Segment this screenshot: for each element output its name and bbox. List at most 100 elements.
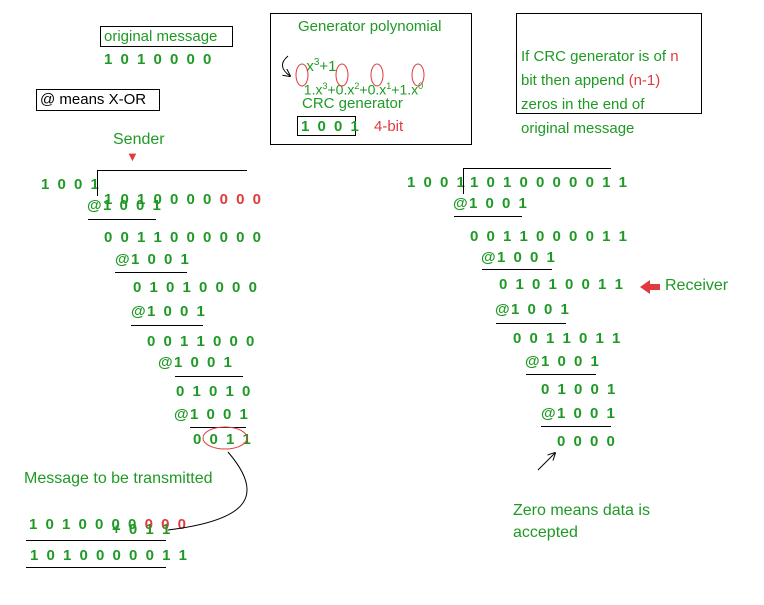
- sender-xor-5: @: [174, 406, 191, 423]
- sender-label: Sender: [113, 131, 165, 148]
- receiver-sub-2: 1 0 0 1: [497, 249, 557, 266]
- sender-dividend: 1 0 1 0 0 0 0 0 0 0: [104, 177, 263, 207]
- receiver-label: Receiver: [665, 277, 729, 294]
- receiver-rem-4: 0 1 0 0 1: [541, 381, 618, 398]
- rule-line4: original message: [521, 120, 635, 137]
- poly-base: x: [306, 58, 314, 75]
- receiver-line-3: [496, 323, 566, 324]
- sender-division-bar: [97, 170, 98, 196]
- receiver-line-4: [526, 374, 596, 375]
- rule-n: n: [670, 48, 679, 65]
- exp-4: 0: [418, 81, 424, 91]
- rule-line2: bit then append: [521, 72, 629, 89]
- poly-tail: +1: [319, 58, 337, 75]
- receiver-line-2: [482, 269, 552, 270]
- rule-line3: zeros in the end of: [521, 96, 645, 113]
- sender-divisor: 1 0 0 1: [41, 176, 101, 193]
- original-message-label-box: [100, 26, 233, 47]
- receiver-division-bar: [463, 168, 464, 194]
- sender-xor-1: @: [87, 197, 104, 214]
- receiver-xor-5: @: [541, 405, 558, 422]
- receiver-final-remainder: 0 0 0 0: [557, 433, 617, 450]
- receiver-xor-2: @: [481, 249, 498, 266]
- coef-1: 1: [303, 81, 312, 98]
- transmit-add: + 0 1 1: [112, 521, 173, 538]
- receiver-xor-1: @: [453, 195, 470, 212]
- sender-rem-3: 0 0 1 1 0 0 0: [147, 333, 257, 350]
- sender-dividend-zeros: 0 0 0: [219, 191, 263, 208]
- exp-3: 1: [386, 81, 392, 91]
- generator-expanded: 1.x3+0.x2+0.x1+1.x0: [303, 81, 424, 98]
- sep-3: +: [391, 81, 400, 98]
- sender-xor-2: @: [115, 251, 132, 268]
- generator-polynomial: x3+1: [298, 43, 337, 75]
- transmit-result: 1 0 1 0 0 0 0 0 1 1: [30, 547, 189, 564]
- xor-note-box: [36, 89, 160, 111]
- sender-dividend-data: 1 0 1 0 0 0 0: [104, 191, 220, 208]
- receiver-rem-2: 0 1 0 1 0 0 1 1: [499, 276, 625, 293]
- sender-sub-2: 1 0 0 1: [131, 251, 191, 268]
- term-3: x: [379, 81, 387, 98]
- rule-n-minus-1: (n-1): [628, 72, 661, 89]
- transmit-data: 1 0 1 0 0 0 0: [29, 516, 145, 533]
- coef-circle-3: [370, 63, 384, 87]
- sender-line-3: [131, 325, 203, 326]
- coef-2: 0: [335, 81, 344, 98]
- original-message-bits: 1 0 1 0 0 0 0: [104, 51, 214, 68]
- receiver-line-1: [454, 216, 522, 217]
- receiver-rem-3: 0 0 1 1 0 1 1: [513, 330, 623, 347]
- rule-box: [516, 13, 702, 114]
- receiver-note-line1: Zero means data is: [513, 502, 650, 519]
- sender-rem-1: 0 0 1 1 0 0 0 0 0 0: [104, 229, 263, 246]
- remainder-link-curve: [167, 451, 248, 531]
- coef-circle-1: [295, 63, 309, 87]
- sender-line-4: [175, 376, 243, 377]
- poly-exp: 3: [313, 57, 320, 68]
- crc-generator-label: CRC generator: [302, 95, 403, 112]
- xor-note: @ means X-OR: [40, 91, 147, 108]
- term-1: x: [315, 81, 323, 98]
- sender-xor-3: @: [131, 303, 148, 320]
- transmit-result-underline: [26, 567, 166, 568]
- receiver-xor-4: @: [525, 353, 542, 370]
- coef-3: 0: [367, 81, 376, 98]
- receiver-sub-4: 1 0 0 1: [541, 353, 601, 370]
- rule-text: If CRC generator is of n bit then append…: [521, 21, 679, 141]
- sender-arrow: ▼: [126, 149, 139, 164]
- transmit-zeros: 0 0 0: [144, 516, 188, 533]
- coef-4: 1: [399, 81, 408, 98]
- sender-xor-4: @: [158, 354, 175, 371]
- term-4: x: [411, 81, 419, 98]
- crc-bits-box: [297, 116, 356, 136]
- sender-line-2: [115, 272, 187, 273]
- sep-2: +: [359, 81, 368, 98]
- receiver-divisor: 1 0 0 1: [407, 174, 467, 191]
- receiver-sub-1: 1 0 0 1: [469, 195, 529, 212]
- transmit-label: Message to be transmitted: [24, 470, 213, 487]
- receiver-rem-1: 0 0 1 1 0 0 0 0 1 1: [470, 228, 629, 245]
- receiver-line-5: [541, 426, 611, 427]
- sep-1: +: [327, 81, 336, 98]
- receiver-division-top: [463, 168, 611, 169]
- term-2: x: [347, 81, 355, 98]
- generator-box: [270, 13, 472, 145]
- receiver-sub-3: 1 0 0 1: [511, 301, 571, 318]
- sender-sub-3: 1 0 0 1: [147, 303, 207, 320]
- receiver-dividend: 1 0 1 0 0 0 0 0 1 1: [470, 174, 629, 191]
- sender-sub-5: 1 0 0 1: [190, 406, 250, 423]
- sender-division-top: [97, 170, 247, 171]
- crc-bits: 1 0 0 1: [301, 118, 361, 135]
- rule-line1: If CRC generator is of: [521, 48, 671, 65]
- sender-line-1: [88, 219, 156, 220]
- original-message-label: original message: [104, 28, 218, 45]
- transmit-line: 1 0 1 0 0 0 0 0 0 0: [29, 502, 188, 532]
- crc-size: 4-bit: [374, 118, 404, 135]
- receiver-sub-5: 1 0 0 1: [557, 405, 617, 422]
- exp-2: 2: [354, 81, 360, 91]
- receiver-xor-3: @: [495, 301, 512, 318]
- sender-rem-2: 0 1 0 1 0 0 0 0: [133, 279, 259, 296]
- receiver-note: Zero means data is accepted: [513, 478, 650, 544]
- receiver-arrow-icon: [640, 280, 660, 294]
- exp-1: 3: [322, 81, 328, 91]
